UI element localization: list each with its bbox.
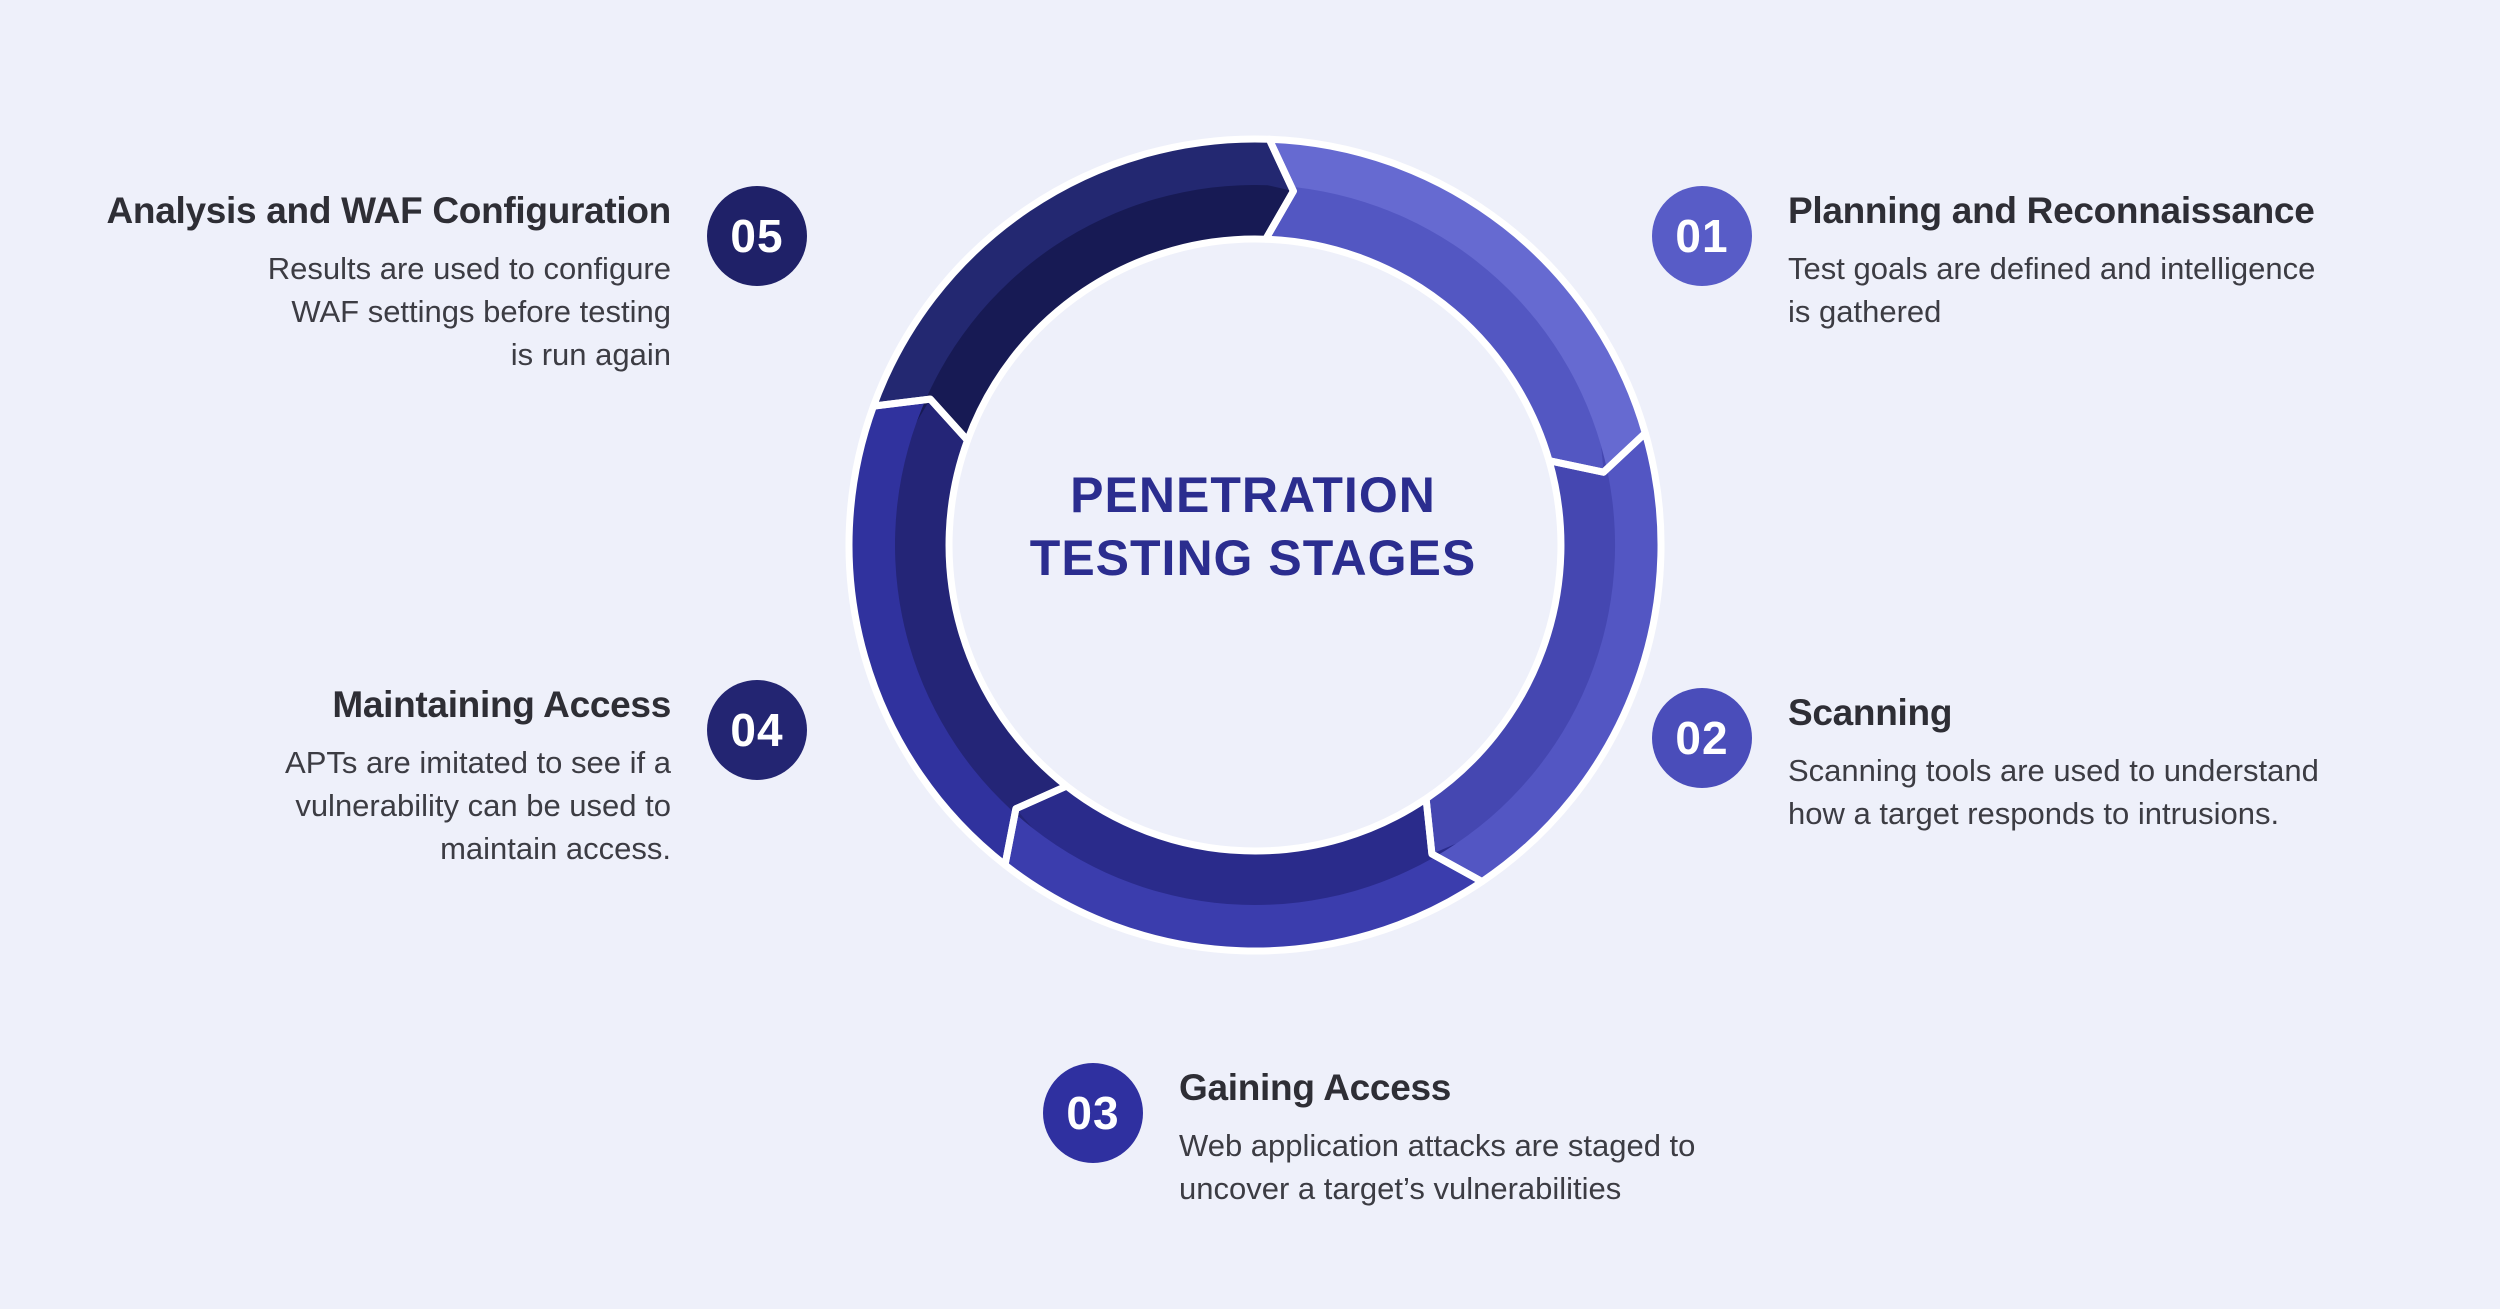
stage-01-title: Planning and Reconnaissance: [1788, 190, 2315, 231]
stage-01-text: Planning and Reconnaissance Test goals a…: [1788, 186, 2315, 333]
ring-segment-05-inner-shade: [916, 184, 1294, 441]
stage-02-description: Scanning tools are used to understand ho…: [1788, 753, 2319, 831]
stage-04-badge: 04: [707, 680, 807, 780]
ring-segment-02-inner-shade: [1426, 445, 1616, 854]
stage-03-badge: 03: [1043, 1063, 1143, 1163]
stage-scanning: 02 Scanning Scanning tools are used to u…: [1652, 688, 2319, 835]
stage-maintaining-access: Maintaining Access APTs are imitated to …: [285, 680, 807, 870]
ring-segment-03-inner-shade: [1015, 786, 1457, 906]
stage-gaining-access: 03 Gaining Access Web application attack…: [1043, 1063, 1695, 1210]
stage-02-text: Scanning Scanning tools are used to unde…: [1788, 688, 2319, 835]
stage-03-text: Gaining Access Web application attacks a…: [1179, 1063, 1695, 1210]
stage-analysis-and-waf-configuration: Analysis and WAF Configuration Results a…: [106, 186, 807, 376]
stage-05-text: Analysis and WAF Configuration Results a…: [106, 186, 671, 376]
ring-segment-04-inner-shade: [895, 399, 1067, 829]
diagram-title-line1: PENETRATION: [1070, 467, 1436, 523]
stage-04-text: Maintaining Access APTs are imitated to …: [285, 680, 671, 870]
stage-05-title: Analysis and WAF Configuration: [106, 190, 671, 231]
stage-03-description: Web application attacks are staged to un…: [1179, 1128, 1696, 1206]
stage-04-description: APTs are imitated to see if a vulnerabil…: [285, 745, 671, 866]
stage-01-badge: 01: [1652, 186, 1752, 286]
stage-02-title: Scanning: [1788, 692, 1953, 733]
diagram-title-line2: TESTING STAGES: [1029, 530, 1477, 586]
stage-05-badge: 05: [707, 186, 807, 286]
stage-01-description: Test goals are defined and intelligence …: [1788, 251, 2316, 329]
ring-segment-05-outline: [870, 135, 1297, 444]
stage-planning-and-reconnaissance: 01 Planning and Reconnaissance Test goal…: [1652, 186, 2315, 333]
stage-02-badge: 02: [1652, 688, 1752, 788]
ring-segment-01-inner-shade: [1265, 185, 1604, 473]
diagram-title: PENETRATION TESTING STAGES: [1030, 464, 1476, 590]
stage-04-title: Maintaining Access: [332, 684, 671, 725]
stage-05-description: Results are used to configure WAF settin…: [267, 251, 671, 372]
stage-03-title: Gaining Access: [1179, 1067, 1452, 1108]
